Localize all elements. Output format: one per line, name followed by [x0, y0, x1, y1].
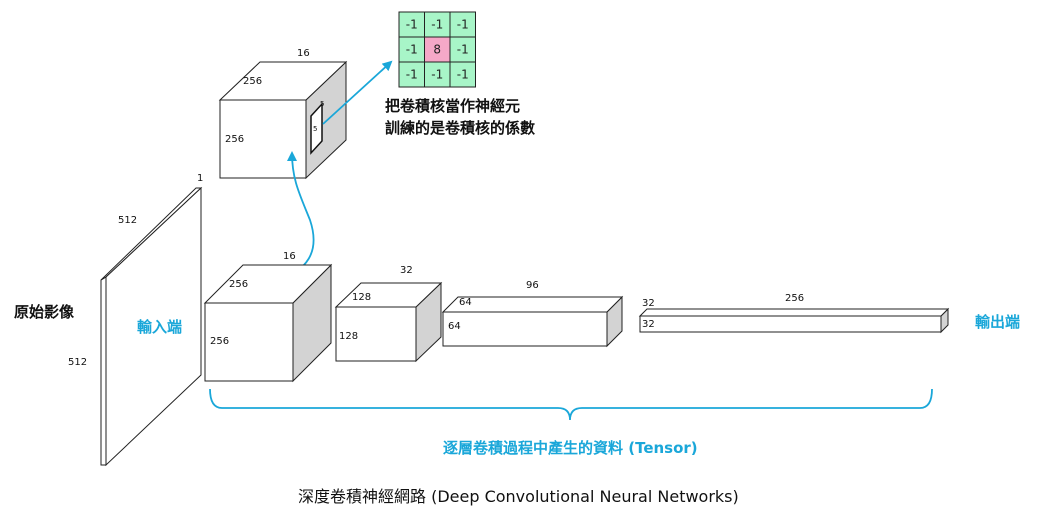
layer-1-volume	[203, 263, 333, 383]
input-width-label: 512	[118, 215, 137, 226]
kernel-cell-value: -1	[457, 43, 469, 57]
kernel-cell	[449, 61, 476, 88]
kernel-note-line1: 把卷積核當作神經元	[385, 97, 520, 115]
layer-1-width: 256	[229, 279, 248, 290]
kernel-cell-value: -1	[457, 18, 469, 32]
kernel-cell-value: -1	[457, 68, 469, 82]
kernel-volume-height: 256	[225, 134, 244, 145]
kernel-cell-value: -1	[406, 43, 418, 57]
kernel-cell	[424, 36, 451, 63]
kernel-cell	[449, 11, 476, 38]
input-slab-front	[105, 186, 202, 467]
layer-2-height: 128	[339, 331, 358, 342]
kernel-cell-value: 8	[433, 43, 441, 57]
kernel-size-a: 5	[320, 100, 324, 108]
input-image-label: 原始影像	[14, 303, 75, 321]
layer-3-width: 64	[459, 297, 472, 308]
kernel-size-b: 5	[313, 125, 317, 133]
kernel-cell-value: -1	[406, 18, 418, 32]
kernel-cell-value: -1	[406, 68, 418, 82]
kernel-volume-width: 256	[243, 76, 262, 87]
kernel-note-line2: 訓練的是卷積核的係數	[385, 119, 535, 137]
kernel-cell	[398, 36, 425, 63]
diagram-caption: 深度卷積神經網路 (Deep Convolutional Neural Netw…	[298, 487, 739, 506]
layer-4-depth: 256	[785, 293, 804, 304]
kernel-grid: -1 -1 -1 -1 8 -1 -1 -1 -1	[398, 11, 476, 88]
kernel-cell	[398, 61, 425, 88]
kernel-cell-value: -1	[431, 68, 443, 82]
layer-3-volume	[441, 295, 624, 348]
layer-1-height: 256	[210, 336, 229, 347]
layer-4-height: 32	[642, 319, 655, 330]
input-end-label: 輸入端	[137, 318, 182, 336]
input-slab-edge	[100, 276, 107, 466]
layer-4-volume	[638, 307, 950, 334]
layer-3-height: 64	[448, 321, 461, 332]
layer-4-width: 32	[642, 298, 655, 309]
layer-2-width: 128	[352, 292, 371, 303]
layer-3-depth: 96	[526, 280, 539, 291]
tensor-brace	[209, 388, 933, 421]
kernel-to-grid-arrow	[322, 60, 393, 125]
layer-2-volume	[334, 281, 443, 363]
kernel-cell	[449, 36, 476, 63]
kernel-volume	[218, 60, 348, 180]
kernel-cell	[424, 11, 451, 38]
input-image-slab	[100, 186, 203, 467]
input-height-label: 512	[68, 357, 87, 368]
kernel-volume-depth: 16	[297, 48, 310, 59]
output-end-label: 輸出端	[975, 313, 1020, 331]
kernel-cell-value: -1	[431, 18, 443, 32]
tensor-label: 逐層卷積過程中產生的資料 (Tensor)	[443, 439, 698, 457]
input-depth-label: 1	[197, 173, 203, 184]
kernel-window	[310, 102, 323, 155]
layer-2-depth: 32	[400, 265, 413, 276]
layer-1-depth: 16	[283, 251, 296, 262]
